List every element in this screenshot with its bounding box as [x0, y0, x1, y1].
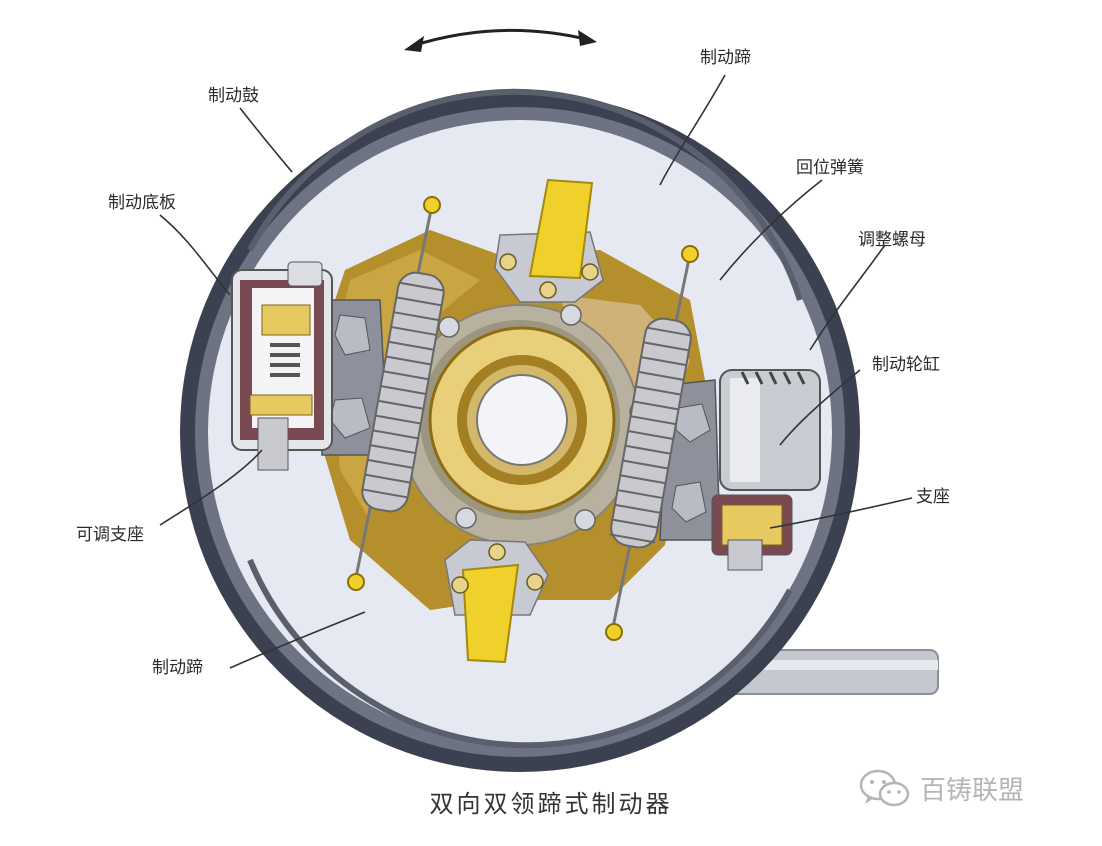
leader-lines	[159, 74, 913, 669]
brake-shoe-lining-bottom	[247, 558, 793, 749]
watermark: 百铸联盟	[858, 768, 1024, 808]
label-adjusting-nut: 调整螺母	[858, 230, 926, 250]
return-spring-right	[605, 245, 699, 641]
label-return-spring: 回位弹簧	[796, 158, 864, 178]
left-mounting-plate	[317, 299, 389, 456]
label-adjustable-support: 可调支座	[76, 525, 144, 545]
return-spring-left	[347, 196, 445, 591]
label-brake-drum: 制动鼓	[208, 86, 259, 106]
bottom-anchor-block	[444, 539, 549, 664]
brake-shoe-lining-top	[247, 88, 803, 301]
top-anchor-block	[494, 178, 604, 303]
label-wheel-cylinder: 制动轮缸	[872, 355, 940, 375]
wechat-icon	[859, 769, 910, 807]
left-adjustable-support	[231, 261, 333, 471]
rotation-arrow-icon	[404, 28, 597, 52]
diagram-caption: 双向双领蹄式制动器	[429, 790, 673, 818]
label-brake-shoe-top: 制动蹄	[700, 48, 751, 68]
watermark-text: 百铸联盟	[920, 775, 1025, 806]
label-support-seat: 支座	[916, 487, 950, 507]
hub-bore	[476, 374, 568, 466]
wheel-cylinder	[711, 369, 821, 571]
label-brake-backing-plate: 制动底板	[108, 193, 176, 213]
label-brake-shoe-bottom: 制动蹄	[152, 658, 203, 678]
